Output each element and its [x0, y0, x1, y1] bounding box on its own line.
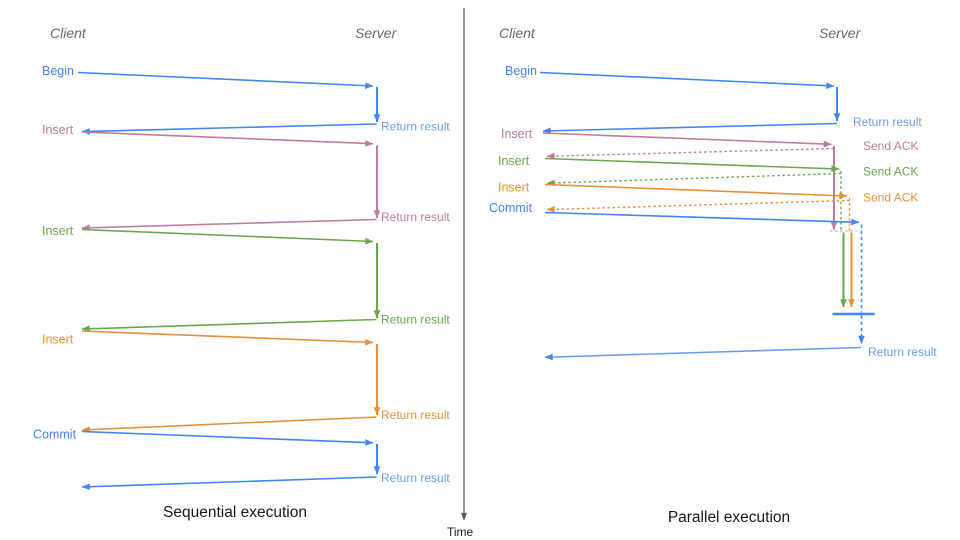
op-label: Begin — [42, 64, 74, 78]
seq-op-begin: Begin Return result — [42, 64, 450, 135]
par-op-begin: Begin Return result — [505, 64, 922, 135]
op-label: Begin — [505, 64, 537, 78]
par-op-insert-2: Insert Send ACK — [498, 154, 918, 308]
ack-arrow — [546, 199, 850, 213]
return-result-label: Return result — [381, 120, 450, 134]
diagram-title: Sequential execution — [163, 504, 307, 521]
op-label: Insert — [498, 181, 530, 195]
request-arrow — [544, 211, 860, 226]
ack-arrow — [546, 172, 842, 187]
request-arrow — [81, 131, 374, 147]
return-result-label: Return result — [381, 471, 450, 485]
return-arrow — [542, 122, 838, 135]
request-arrow — [81, 330, 374, 346]
return-result-label: Return result — [853, 115, 922, 129]
ack-arrow — [546, 147, 835, 160]
op-label: Insert — [498, 154, 530, 168]
request-arrow — [81, 228, 374, 245]
request-arrow — [544, 157, 840, 173]
return-arrow — [81, 123, 377, 135]
seq-op-insert-1: Insert Return result — [42, 123, 450, 232]
return-result-label: Return result — [381, 408, 450, 422]
seq-op-insert-2: Insert Return result — [42, 224, 450, 333]
sequential-diagram: Client Server Begin Return result Insert… — [33, 25, 450, 521]
server-heading: Server — [819, 25, 862, 41]
seq-op-commit: Commit Return result — [33, 428, 450, 491]
op-label: Insert — [501, 127, 533, 141]
request-arrow — [77, 71, 374, 89]
return-arrow — [81, 318, 377, 333]
op-label: Insert — [42, 123, 74, 137]
return-arrow — [81, 416, 377, 433]
request-arrow — [81, 430, 374, 446]
diagram-title: Parallel execution — [668, 509, 790, 526]
par-op-insert-1: Insert Send ACK — [501, 127, 918, 230]
client-heading: Client — [499, 25, 536, 41]
op-label: Commit — [489, 201, 533, 215]
op-label: Insert — [42, 224, 74, 238]
return-arrow — [81, 476, 377, 491]
request-arrow — [539, 71, 835, 89]
send-ack-label: Send ACK — [863, 191, 918, 205]
server-heading: Server — [355, 25, 398, 41]
request-arrow — [542, 132, 832, 148]
return-result-label: Return result — [381, 210, 450, 224]
time-axis: Time — [447, 8, 474, 539]
send-ack-label: Send ACK — [863, 165, 918, 179]
request-arrow — [544, 183, 848, 200]
par-op-insert-3: Insert Send ACK — [498, 181, 918, 308]
client-heading: Client — [50, 25, 87, 41]
send-ack-label: Send ACK — [863, 139, 918, 153]
op-label: Insert — [42, 333, 74, 347]
return-arrow — [544, 346, 862, 361]
op-label: Commit — [33, 428, 77, 442]
return-arrow — [81, 218, 377, 232]
return-result-label: Return result — [381, 313, 450, 327]
parallel-diagram: Client Server Begin Return result Insert… — [489, 25, 937, 526]
return-result-label: Return result — [868, 345, 937, 359]
time-axis-label: Time — [447, 525, 474, 539]
seq-op-insert-3: Insert Return result — [42, 330, 450, 433]
par-op-commit: Commit Return result — [489, 201, 937, 361]
